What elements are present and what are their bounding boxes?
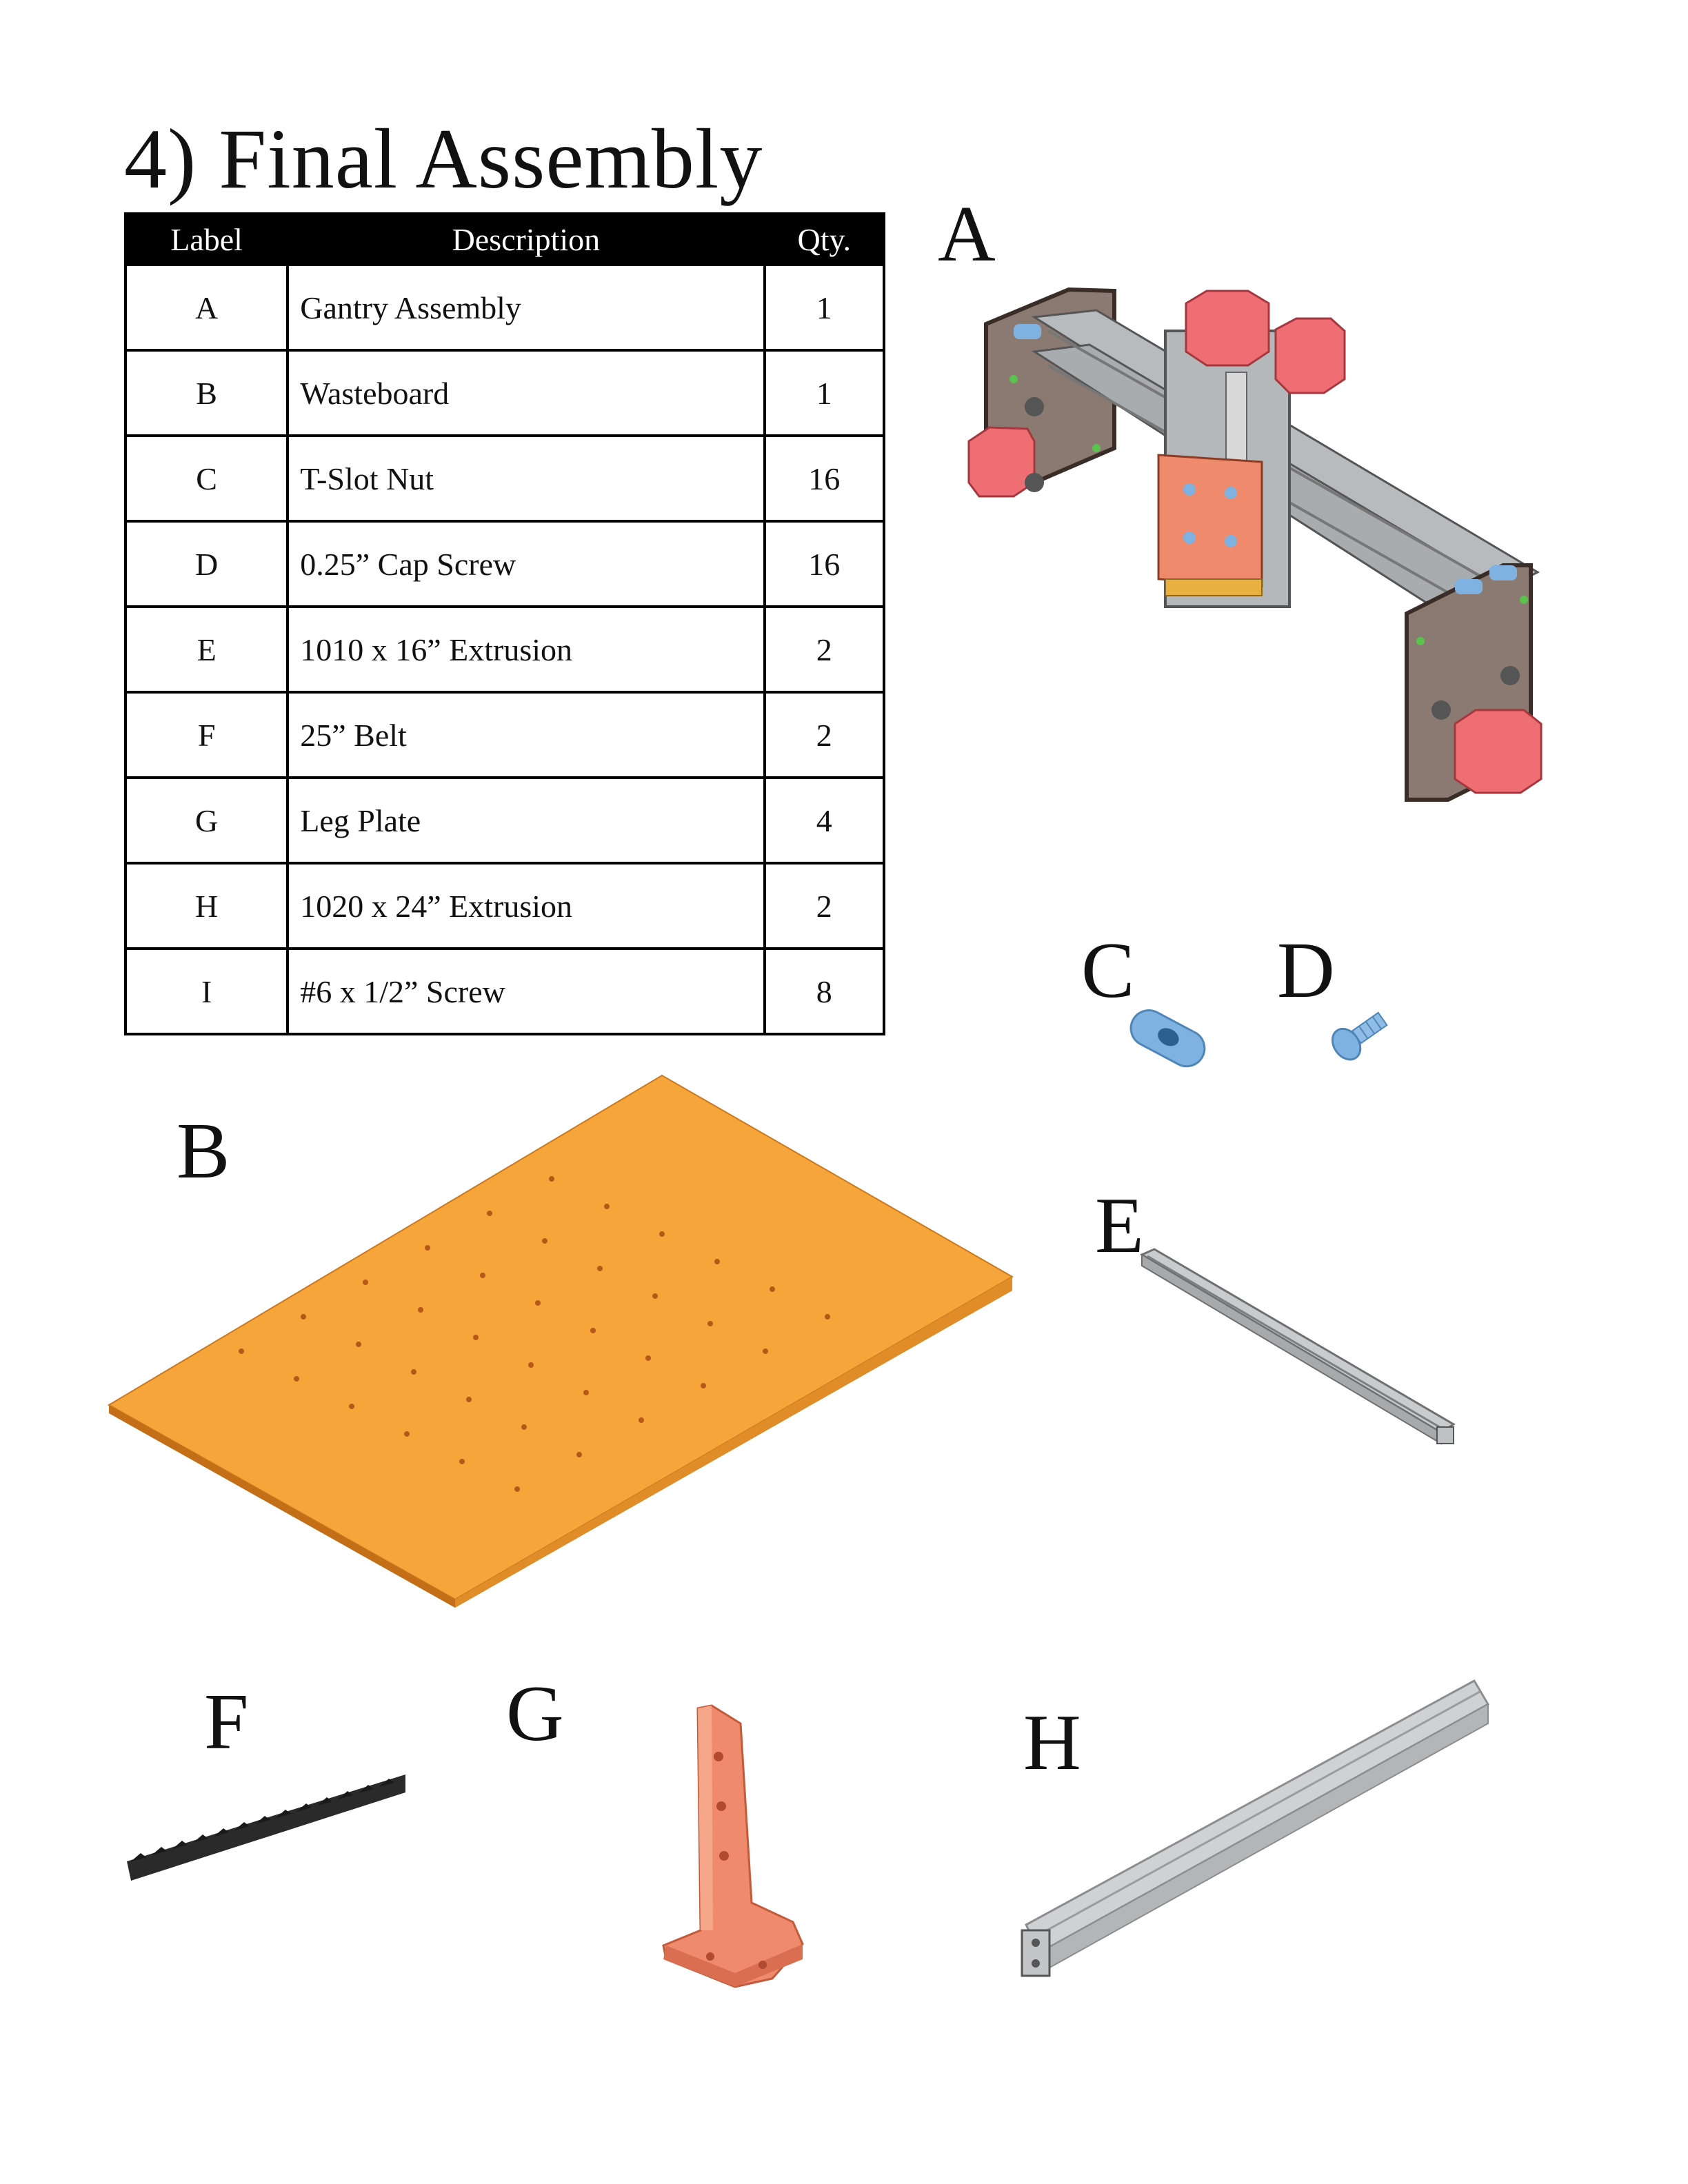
figure-label-c: C [1081,927,1135,1015]
figure-label-e: E [1095,1182,1144,1270]
extrusion-1020-image [1021,1679,1490,1977]
row-qty: 16 [763,520,886,608]
row-label: D [123,520,290,608]
row-label: F [123,691,290,779]
header-label: Label [123,212,290,266]
table-row: B Wasteboard 1 [123,349,886,437]
row-description: #6 x 1/2” Screw [286,947,766,1035]
row-label: H [123,862,290,950]
row-qty: 8 [763,947,886,1035]
extrusion-1010-image [1139,1248,1456,1445]
table-row: E 1010 x 16” Extrusion 2 [123,605,886,694]
page-title: 4) Final Assembly [124,112,763,206]
row-qty: 4 [763,776,886,865]
table-row: F 25” Belt 2 [123,691,886,779]
table-header-row: Label Description Qty. [123,212,886,266]
figure-label-a: A [938,190,996,279]
row-label: I [123,947,290,1035]
t-slot-nut-image [1129,1009,1206,1068]
figure-label-f: F [204,1678,249,1766]
row-description: Leg Plate [286,776,766,865]
row-qty: 1 [763,349,886,437]
table-row: A Gantry Assembly 1 [123,263,886,352]
header-qty: Qty. [763,212,886,266]
gantry-assembly-image [967,287,1543,802]
leg-plate-image [662,1704,804,1988]
row-description: T-Slot Nut [286,434,766,523]
figure-label-d: D [1277,927,1335,1015]
row-qty: 2 [763,691,886,779]
row-label: B [123,349,290,437]
row-qty: 2 [763,605,886,694]
belt-image [127,1775,405,1881]
row-label: A [123,263,290,352]
figure-label-h: H [1023,1699,1081,1787]
figure-label-g: G [506,1670,564,1758]
row-qty: 2 [763,862,886,950]
header-description: Description [286,212,766,266]
row-qty: 1 [763,263,886,352]
row-description: 1020 x 24” Extrusion [286,862,766,950]
table-row: I #6 x 1/2” Screw 8 [123,947,886,1035]
row-description: Wasteboard [286,349,766,437]
row-label: G [123,776,290,865]
row-qty: 16 [763,434,886,523]
parts-table: Label Description Qty. A Gantry Assembly… [123,212,886,1035]
table-row: H 1020 x 24” Extrusion 2 [123,862,886,950]
row-description: 0.25” Cap Screw [286,520,766,608]
row-label: C [123,434,290,523]
table-row: C T-Slot Nut 16 [123,434,886,523]
wasteboard-image [108,1074,1014,1608]
table-row: G Leg Plate 4 [123,776,886,865]
table-row: D 0.25” Cap Screw 16 [123,520,886,608]
row-description: Gantry Assembly [286,263,766,352]
row-description: 1010 x 16” Extrusion [286,605,766,694]
row-description: 25” Belt [286,691,766,779]
cap-screw-image [1331,1011,1388,1061]
row-label: E [123,605,290,694]
figure-label-b: B [177,1107,230,1195]
